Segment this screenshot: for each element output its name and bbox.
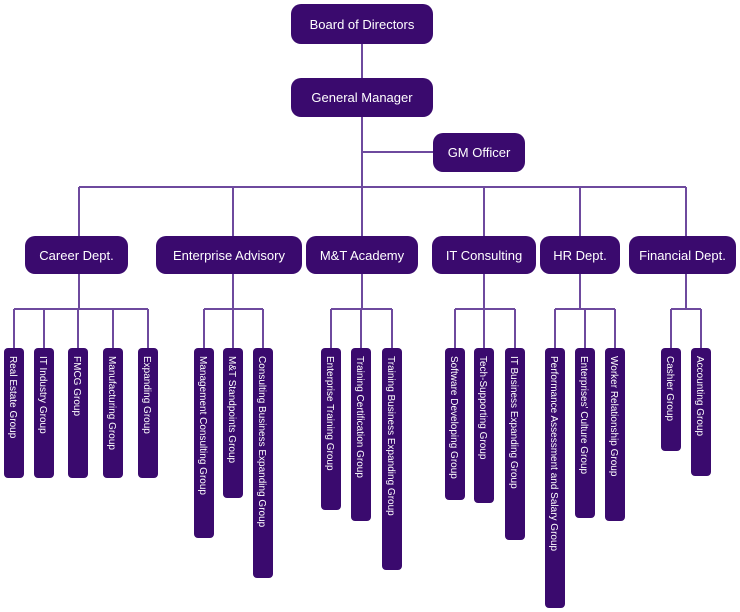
departments: Career Dept. Enterprise Advisory M&T Acade… xyxy=(25,236,736,274)
node-gm-officer: GM Officer xyxy=(433,133,525,172)
node-group-label: Training Certification Group xyxy=(354,356,365,478)
node-group-label: Cashier Group xyxy=(664,356,675,421)
node-group: Software Developing Group xyxy=(445,348,465,500)
node-dept: M&T Academy xyxy=(306,236,418,274)
node-group-label: M&T Standpoints Group xyxy=(226,356,237,464)
node-group-label: Training Business Expanding Group xyxy=(385,356,396,516)
node-group: Expanding Group xyxy=(138,348,158,478)
node-dept: Enterprise Advisory xyxy=(156,236,302,274)
node-group: Management Consulting Group xyxy=(194,348,214,538)
node-dept: IT Consulting xyxy=(432,236,536,274)
node-group-label: Expanding Group xyxy=(141,356,152,434)
node-board-label: Board of Directors xyxy=(310,17,415,32)
node-group-label: Consulting Business Expanding Group xyxy=(256,356,267,528)
node-group-label: Manufacturing Group xyxy=(106,356,117,450)
node-group-label: Worker Relationship Group xyxy=(608,356,619,477)
node-group: Enterprise Training Group xyxy=(321,348,341,510)
node-group-label: Enterprise Training Group xyxy=(324,356,335,471)
node-group: Consulting Business Expanding Group xyxy=(253,348,273,578)
node-group: IT Business Expanding Group xyxy=(505,348,525,540)
node-dept: Financial Dept. xyxy=(629,236,736,274)
node-gm-label: General Manager xyxy=(311,90,413,105)
node-group-label: Tech-Supporting Group xyxy=(477,356,488,460)
node-group-label: Performance Assessment and Salary Group xyxy=(548,356,559,552)
node-group-label: Real Estate Group xyxy=(7,356,18,439)
node-group: Training Certification Group xyxy=(351,348,371,521)
node-group-label: FMCG Group xyxy=(71,356,82,416)
node-group: Manufacturing Group xyxy=(103,348,123,478)
node-group-label: IT Business Expanding Group xyxy=(508,356,519,489)
node-group: Tech-Supporting Group xyxy=(474,348,494,503)
node-board: Board of Directors xyxy=(291,4,433,44)
node-dept: Career Dept. xyxy=(25,236,128,274)
node-group-label: Enterprises' Culture Group xyxy=(578,356,589,475)
node-dept-label: Career Dept. xyxy=(39,248,113,263)
node-group-label: IT Industry Group xyxy=(37,356,48,434)
node-gm-officer-label: GM Officer xyxy=(448,145,511,160)
node-group: Real Estate Group xyxy=(4,348,24,478)
node-dept: HR Dept. xyxy=(540,236,620,274)
node-group-label: Accounting Group xyxy=(694,356,705,436)
node-group-label: Software Developing Group xyxy=(448,356,459,479)
node-dept-label: IT Consulting xyxy=(446,248,522,263)
node-group: M&T Standpoints Group xyxy=(223,348,243,498)
node-group: Performance Assessment and Salary Group xyxy=(545,348,565,608)
node-general-manager: General Manager xyxy=(291,78,433,117)
node-group-label: Management Consulting Group xyxy=(197,356,208,495)
node-group: Enterprises' Culture Group xyxy=(575,348,595,518)
node-group: Worker Relationship Group xyxy=(605,348,625,521)
node-dept-label: M&T Academy xyxy=(320,248,405,263)
node-group: Training Business Expanding Group xyxy=(382,348,402,570)
node-group: Cashier Group xyxy=(661,348,681,451)
groups: Real Estate Group IT Industry Group FMCG G… xyxy=(4,348,711,608)
node-dept-label: Enterprise Advisory xyxy=(173,248,285,263)
node-group: IT Industry Group xyxy=(34,348,54,478)
connector-lines xyxy=(13,44,702,348)
node-group: Accounting Group xyxy=(691,348,711,476)
node-dept-label: Financial Dept. xyxy=(639,248,726,263)
node-group: FMCG Group xyxy=(68,348,88,478)
node-dept-label: HR Dept. xyxy=(553,248,606,263)
